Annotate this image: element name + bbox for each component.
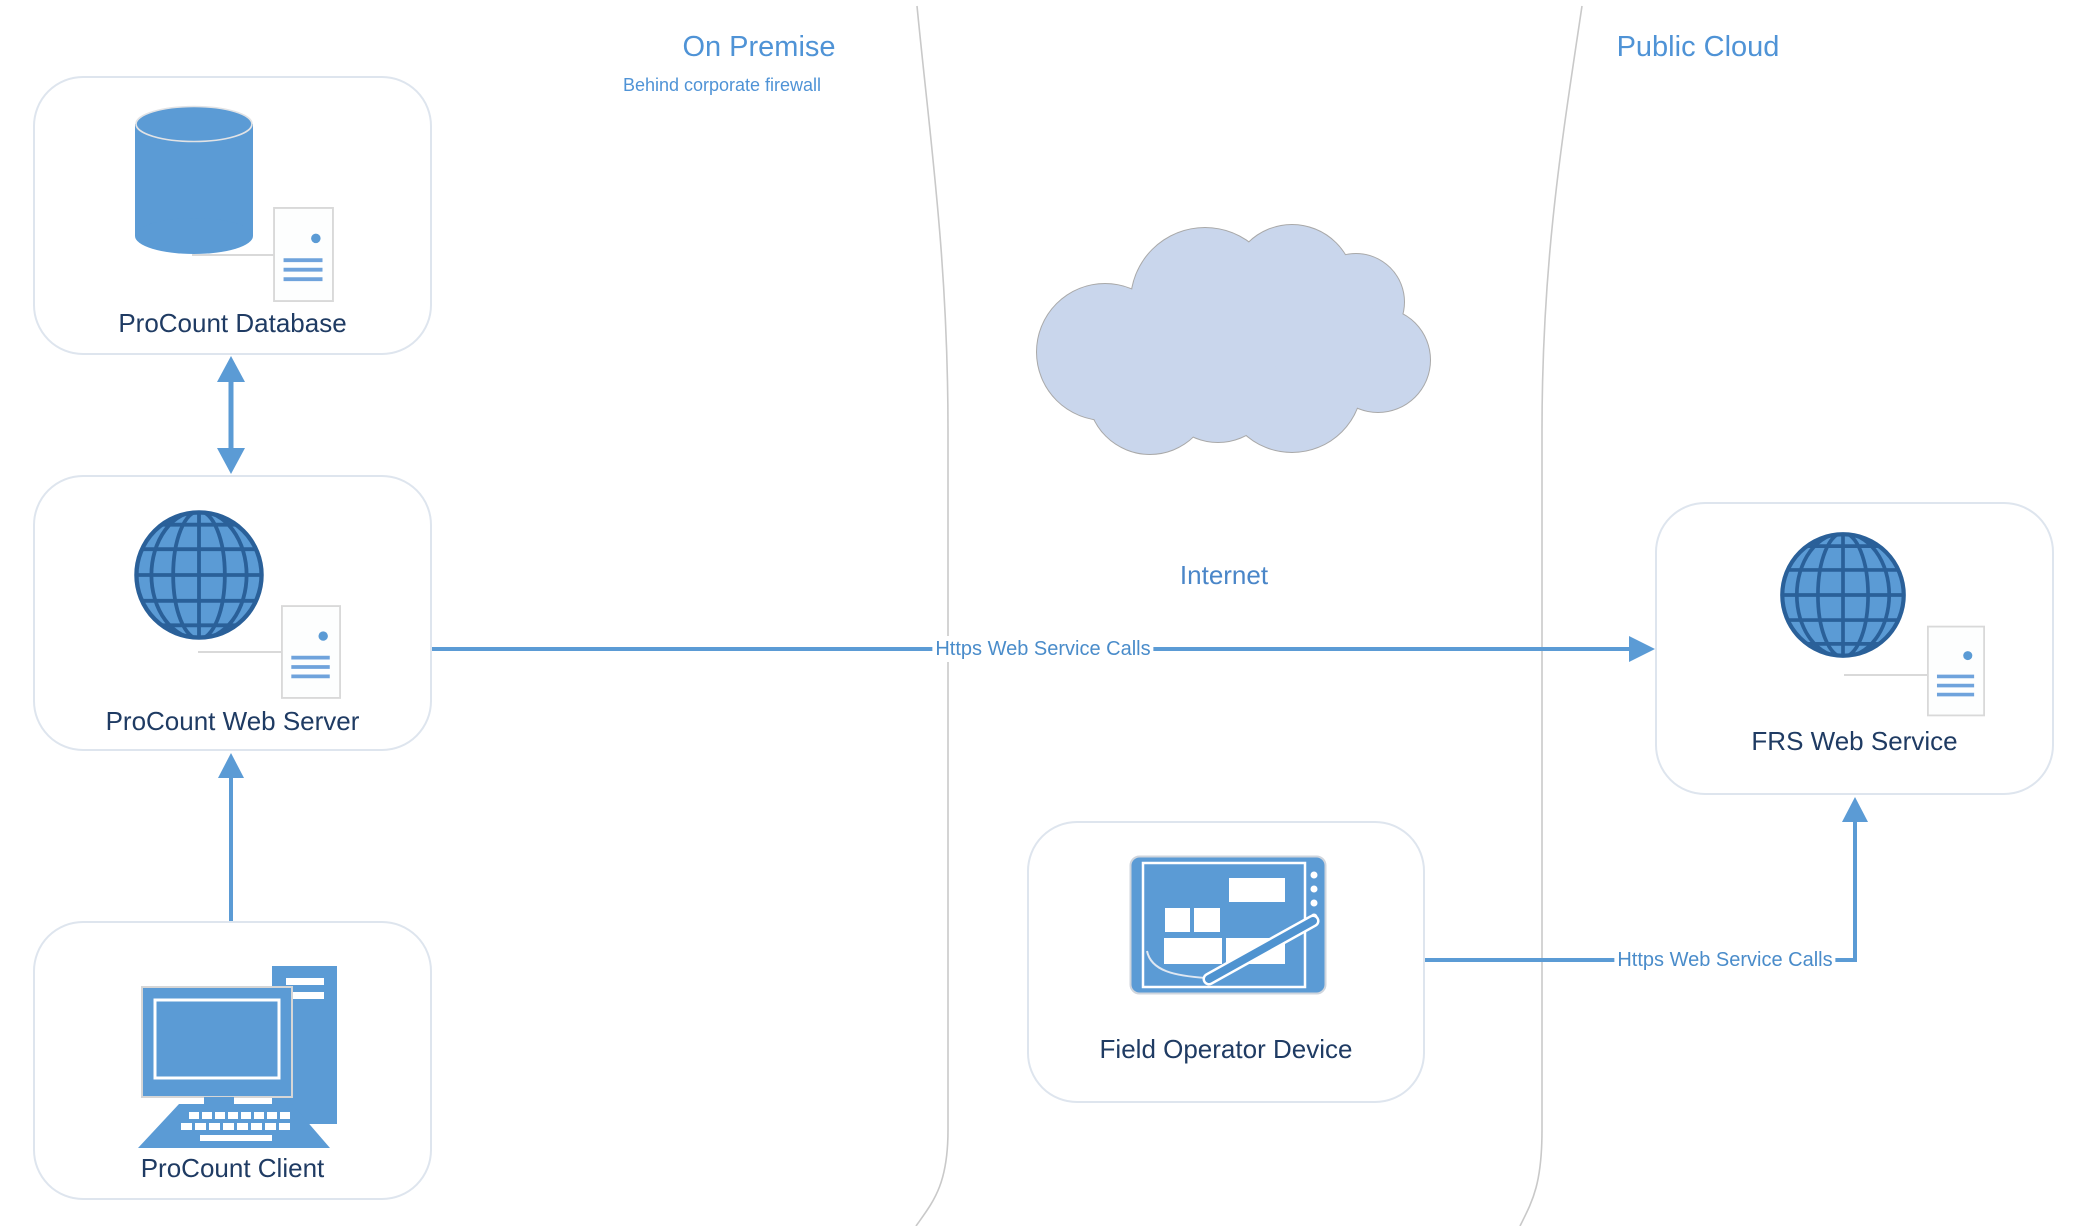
node-label-field-operator-device: Field Operator Device — [1099, 1034, 1353, 1064]
database-cylinder-icon — [135, 105, 253, 254]
node-procount-database: ProCount Database — [33, 76, 432, 355]
zone-title-on-premise: On Premise — [682, 31, 836, 63]
node-procount-web-server: ProCount Web Server — [33, 475, 432, 751]
connector-label-device-frs: Https Web Service Calls — [1614, 947, 1836, 973]
connector-db-webserver — [217, 356, 245, 474]
node-label-procount-client: ProCount Client — [140, 1153, 325, 1183]
internet-label: Internet — [1179, 560, 1269, 590]
doc-connector-line — [1844, 674, 1927, 676]
node-label-procount-database: ProCount Database — [118, 308, 347, 338]
zone-boundary-left — [915, 5, 949, 1226]
document-icon — [273, 207, 334, 302]
connector-client-webserver — [218, 753, 244, 921]
node-label-frs-web-service: FRS Web Service — [1751, 726, 1958, 756]
desktop-computer-icon — [138, 966, 337, 1148]
globe-icon — [131, 507, 267, 643]
doc-connector-line — [192, 254, 274, 256]
connector-device-frs — [1425, 797, 1868, 962]
document-icon — [281, 605, 341, 699]
node-frs-web-service: FRS Web Service — [1655, 502, 2054, 795]
document-icon — [1927, 625, 1985, 717]
zone-subtitle-on-premise: Behind corporate firewall — [622, 75, 822, 95]
zone-boundary-right — [1519, 5, 1583, 1226]
doc-connector-line — [198, 651, 281, 653]
tablet-stylus-icon — [1129, 855, 1327, 995]
cloud-icon — [1036, 224, 1431, 455]
zone-title-public-cloud: Public Cloud — [1616, 31, 1780, 63]
node-procount-client: ProCount Client — [33, 921, 432, 1200]
connector-label-webserver-frs: Https Web Service Calls — [932, 636, 1154, 662]
globe-icon — [1777, 529, 1909, 661]
node-field-operator-device: Field Operator Device — [1027, 821, 1425, 1103]
node-label-procount-web-server: ProCount Web Server — [105, 706, 360, 736]
